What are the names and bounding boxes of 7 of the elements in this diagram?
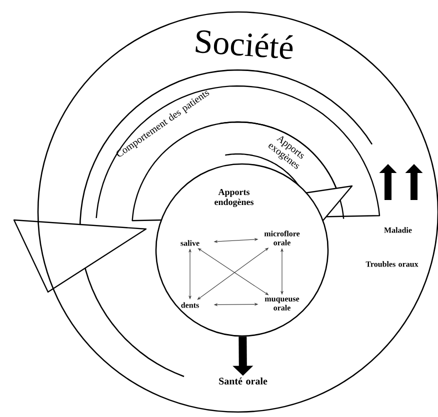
label: Maladie	[384, 227, 412, 233]
node-label: dents	[181, 302, 199, 308]
node-label: salive	[180, 240, 200, 246]
node-label: microflore orale	[264, 230, 300, 246]
label: Troubles oraux	[366, 261, 418, 267]
node-label: muqueuse orale	[264, 298, 300, 310]
node-label: Santé orale	[219, 377, 268, 385]
